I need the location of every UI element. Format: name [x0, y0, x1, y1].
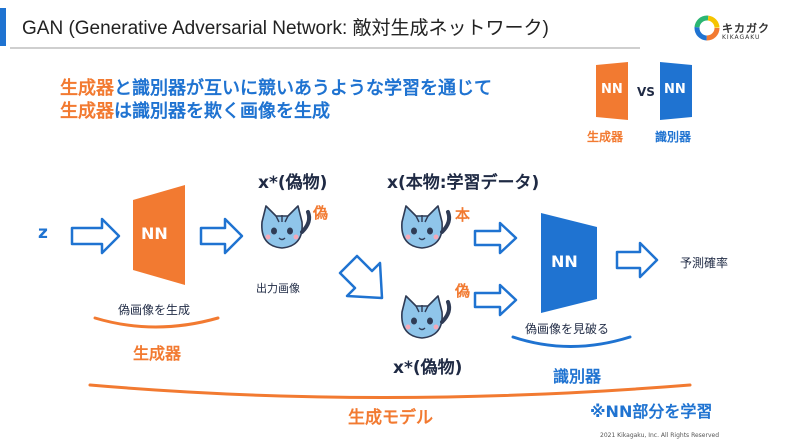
headline-line-2: 生成器は識別器を欺く画像を生成: [60, 97, 330, 123]
legend-discriminator-caption: 識別器: [655, 130, 692, 144]
cat-icon-fake: [401, 295, 452, 339]
model-name-caption: 生成モデル: [348, 408, 433, 428]
generator-task-arc: [93, 316, 220, 329]
cat-icon-real: [401, 205, 452, 249]
headline-text: と識別器が互いに競いあうような学習を通じて: [114, 78, 492, 99]
output-image-caption: 出力画像: [256, 282, 300, 295]
arrow-output-to-fake: [338, 254, 384, 300]
legend-discriminator-shape: [660, 62, 692, 120]
kikagaku-logo-icon: [694, 15, 720, 41]
arrow-generator-to-output: [199, 217, 244, 255]
brand-subtitle: KIKAGAKU: [722, 34, 761, 41]
headline-generator-word: 生成器: [60, 78, 114, 99]
discriminator-nn-label: NN: [551, 252, 578, 271]
generator-nn-label: NN: [141, 224, 168, 243]
generator-task-caption: 偽画像を生成: [118, 303, 191, 317]
discriminator-name-caption: 識別器: [553, 367, 602, 386]
legend-generator-shape: [596, 62, 628, 120]
headline-text: は識別器を欺く画像を生成: [114, 101, 330, 122]
fake-heading-bottom: x*(偽物): [393, 358, 463, 378]
headline-line-1: 生成器と識別器が互いに競いあうような学習を通じて: [60, 74, 492, 100]
z-input-label: z: [38, 223, 48, 243]
slide-title: GAN (Generative Adversarial Network: 敵対生…: [22, 18, 549, 39]
title-accent-bar: [0, 8, 6, 46]
real-heading: x(本物:学習データ): [387, 173, 540, 193]
generator-nn-shape: [133, 185, 185, 285]
discriminator-nn-shape: [541, 213, 597, 313]
fake-heading-top: x*(偽物): [258, 173, 328, 193]
headline-generator-word: 生成器: [60, 101, 114, 122]
generator-name-caption: 生成器: [133, 344, 182, 363]
discriminator-task-caption: 偽画像を見破る: [525, 322, 610, 336]
legend-discriminator-label: NN: [664, 82, 686, 97]
arrow-real-to-discriminator: [473, 221, 518, 255]
legend-vs: VS: [637, 85, 655, 99]
model-arc: [88, 383, 692, 399]
prediction-probability-label: 予測確率: [680, 256, 729, 270]
brand-name: キカガク: [722, 22, 770, 35]
real-tag: 本: [455, 206, 471, 224]
arrow-discriminator-to-prediction: [615, 241, 659, 279]
legend-generator-label: NN: [601, 82, 623, 97]
cat-icon-output: [261, 205, 312, 249]
training-note: ※NN部分を学習: [590, 402, 713, 421]
arrow-z-to-generator: [70, 217, 121, 255]
discriminator-task-arc: [511, 335, 632, 348]
fake-tag-top: 偽: [313, 204, 329, 222]
legend-generator-caption: 生成器: [587, 130, 624, 144]
fake-tag-bottom: 偽: [455, 282, 471, 300]
arrow-fake-to-discriminator: [473, 283, 518, 317]
copyright: 2021 Kikagaku, Inc. All Rights Reserved: [600, 432, 720, 439]
title-underline: [10, 47, 640, 49]
